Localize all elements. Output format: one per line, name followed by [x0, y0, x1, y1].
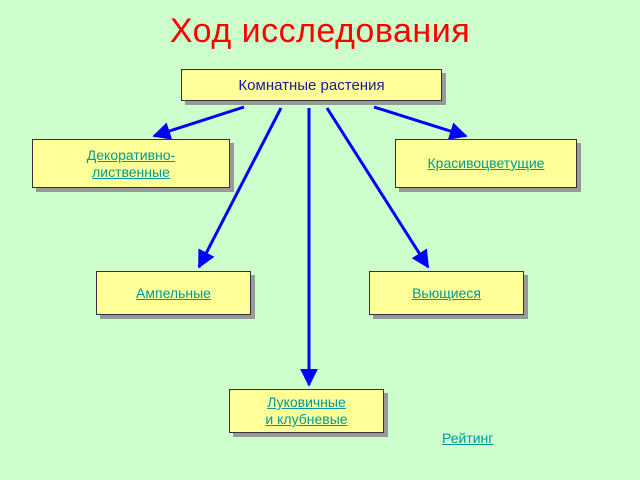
arrow-to-climbing	[325, 107, 430, 269]
category-link-bulbous[interactable]: Луковичные и клубневые	[265, 394, 348, 427]
root-box-houseplants: Комнатные растения	[181, 69, 442, 101]
page-title: Ход исследования	[169, 12, 471, 50]
arrow-to-decorative	[152, 105, 245, 140]
category-box-ampel[interactable]: Ампельные	[96, 271, 251, 315]
rating-link[interactable]: Рейтинг	[442, 430, 494, 446]
category-box-decorative-leafy[interactable]: Декоративно- лиственные	[32, 139, 230, 188]
arrow-to-flowering	[373, 105, 468, 140]
category-box-flowering[interactable]: Красивоцветущие	[395, 139, 577, 188]
category-link-climbing[interactable]: Вьющиеся	[412, 284, 481, 301]
category-link-decorative-leafy[interactable]: Декоративно- лиственные	[86, 146, 176, 180]
category-link-ampel[interactable]: Ампельные	[136, 284, 211, 301]
arrow-to-ampel	[197, 107, 283, 269]
category-link-flowering[interactable]: Красивоцветущие	[427, 155, 545, 171]
category-box-climbing[interactable]: Вьющиеся	[369, 271, 524, 315]
root-label: Комнатные растения	[238, 76, 385, 94]
category-box-bulbous[interactable]: Луковичные и клубневые	[229, 389, 384, 433]
